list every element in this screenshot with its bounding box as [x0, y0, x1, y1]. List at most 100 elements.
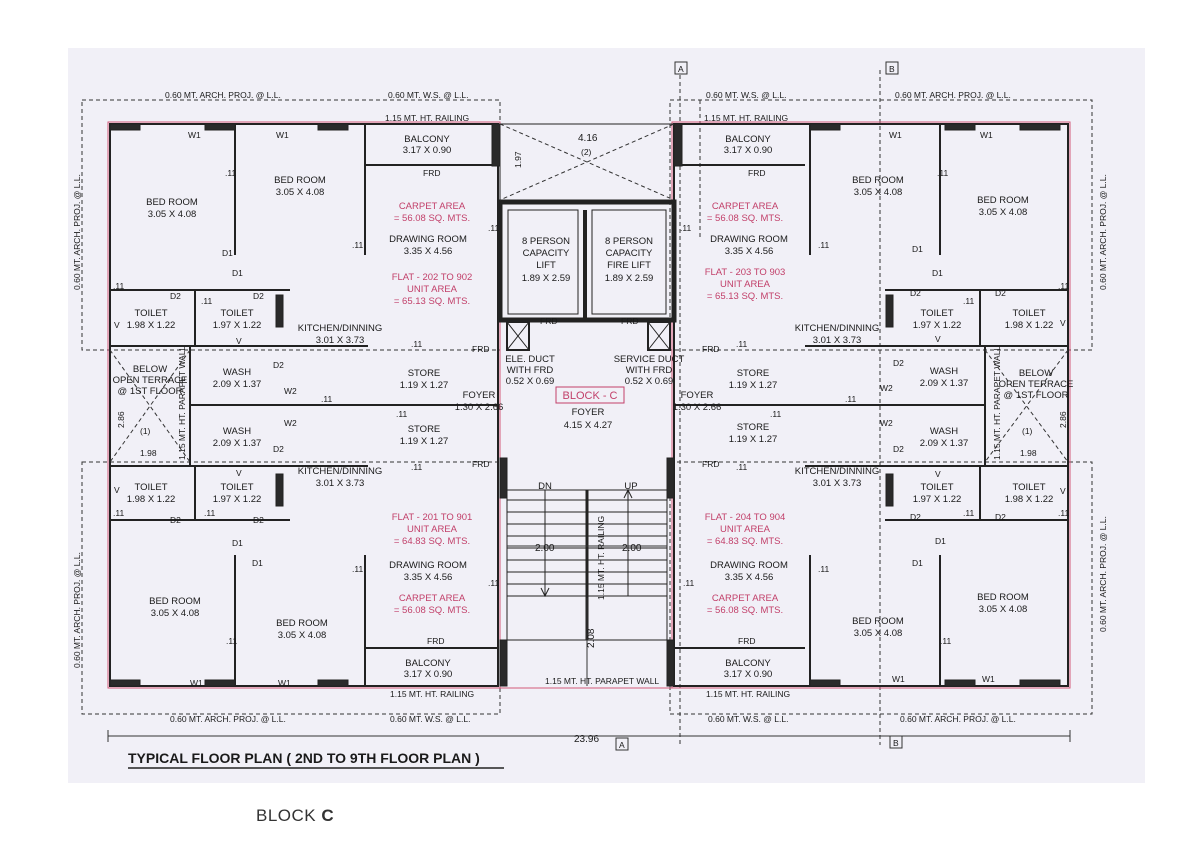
- note-arch-proj-vertical: 0.60 MT. ARCH. PROJ. @ L.L.: [72, 552, 82, 668]
- room-foyer-dim: 1.30 X 2.66: [455, 402, 504, 413]
- tag-v: V: [935, 334, 941, 344]
- tag-d2: D2: [170, 291, 181, 301]
- tag-d2: D2: [253, 291, 264, 301]
- room-bed: BED ROOM: [276, 618, 328, 629]
- terrace-line-1: BELOW: [1019, 368, 1053, 379]
- flat-boundary: [107, 121, 1071, 689]
- tag-d1: D1: [912, 558, 923, 568]
- edge-notes: 0.60 MT. ARCH. PROJ. @ L.L. 0.60 MT. W.S…: [72, 90, 1108, 724]
- ele-duct-3: 0.52 X 0.69: [506, 376, 555, 387]
- flat-bottom-right: STORE 1.19 X 1.27 WASH 2.09 X 1.37 KITCH…: [705, 422, 1054, 680]
- tag-d2: D2: [893, 444, 904, 454]
- room-foyer: FOYER: [681, 390, 714, 401]
- room-kitchen-dim: 3.01 X 3.73: [813, 478, 862, 489]
- note-parapet-vertical: 1.15 MT. HT. PARAPET WALL: [177, 346, 187, 460]
- room-drawing: DRAWING ROOM: [710, 560, 788, 571]
- terrace-line-1: BELOW: [133, 364, 167, 375]
- carpet-area-value: = 56.08 SQ. MTS.: [707, 605, 783, 616]
- dim-terrace-width: 1.98: [140, 448, 157, 458]
- room-toilet-dim: 1.97 X 1.22: [913, 320, 962, 331]
- lift-1-line-3: LIFT: [536, 260, 556, 271]
- terrace-line-2: OPEN TERRACE: [113, 375, 188, 386]
- tag-frd: FRD: [748, 168, 765, 178]
- dim-left-depth: 1.97: [513, 151, 523, 168]
- flat-number: FLAT - 203 TO 903: [705, 267, 786, 278]
- tag-eleven: .11: [204, 508, 215, 518]
- room-balcony: BALCONY: [725, 134, 771, 145]
- room-drawing: DRAWING ROOM: [710, 234, 788, 245]
- room-balcony: BALCONY: [404, 134, 450, 145]
- grid-marker-a: A A: [615, 61, 688, 751]
- room-toilet: TOILET: [220, 308, 253, 319]
- room-drawing: DRAWING ROOM: [389, 234, 467, 245]
- lift-1-dim: 1.89 X 2.59: [522, 273, 571, 284]
- room-wash: WASH: [223, 426, 251, 437]
- room-kitchen: KITCHEN/DINNING: [298, 323, 382, 334]
- tag-eleven: .11: [396, 409, 407, 419]
- room-toilet-dim: 1.97 X 1.22: [213, 320, 262, 331]
- tag-eleven: .11: [321, 394, 332, 404]
- tag-eleven: .11: [226, 636, 237, 646]
- tag-frd: FRD: [427, 636, 444, 646]
- tag-d1: D1: [932, 268, 943, 278]
- room-store-dim: 1.19 X 1.27: [729, 434, 778, 445]
- plan-title-text: TYPICAL FLOOR PLAN ( 2ND TO 9TH FLOOR PL…: [128, 750, 480, 766]
- room-toilet-dim: 1.98 X 1.22: [127, 494, 176, 505]
- tag-d2: D2: [910, 512, 921, 522]
- unit-area-label: UNIT AREA: [407, 524, 458, 535]
- tag-w1: W1: [892, 674, 905, 684]
- stair-up: UP: [624, 481, 637, 492]
- room-store: STORE: [737, 422, 770, 433]
- terrace-line-2: OPEN TERRACE: [999, 379, 1074, 390]
- room-toilet: TOILET: [1012, 482, 1045, 493]
- grid-label-b-bottom: B: [893, 738, 899, 748]
- dim-terrace-count: (1): [140, 426, 151, 436]
- room-balcony: BALCONY: [725, 658, 771, 669]
- flat-number: FLAT - 204 TO 904: [705, 512, 786, 523]
- tag-v: V: [1060, 318, 1066, 328]
- tag-v: V: [935, 469, 941, 479]
- tag-frd: FRD: [540, 316, 557, 326]
- room-toilet: TOILET: [220, 482, 253, 493]
- tag-eleven: .11: [488, 223, 499, 233]
- tag-eleven: .11: [736, 462, 747, 472]
- dim-terrace-width: 1.98: [1020, 448, 1037, 458]
- tag-w1: W1: [982, 674, 995, 684]
- tag-eleven: .11: [818, 564, 829, 574]
- room-foyer: FOYER: [463, 390, 496, 401]
- carpet-area-label: CARPET AREA: [399, 201, 466, 212]
- grid-label-a-top: A: [678, 64, 684, 74]
- unit-area-value: = 65.13 SQ. MTS.: [707, 291, 783, 302]
- tag-d1: D1: [935, 536, 946, 546]
- room-bed-dim: 3.05 X 4.08: [979, 604, 1028, 615]
- tag-eleven: .11: [770, 409, 781, 419]
- room-wash: WASH: [223, 367, 251, 378]
- room-kitchen: KITCHEN/DINNING: [795, 466, 879, 477]
- room-bed: BED ROOM: [852, 616, 904, 627]
- room-balcony-dim: 3.17 X 0.90: [403, 145, 452, 156]
- center-core: 8 PERSON CAPACITY LIFT 1.89 X 2.59 8 PER…: [505, 236, 684, 492]
- room-kitchen-dim: 3.01 X 3.73: [316, 478, 365, 489]
- tag-w2: W2: [284, 386, 297, 396]
- note-arch-proj-vertical: 0.60 MT. ARCH. PROJ. @ L.L.: [1098, 516, 1108, 632]
- carpet-area-label: CARPET AREA: [712, 593, 779, 604]
- tag-eleven: .11: [113, 508, 124, 518]
- dim-stair-right: 2.00: [622, 543, 642, 554]
- note-arch-proj: 0.60 MT. ARCH. PROJ. @ L.L.: [170, 714, 286, 724]
- dim-stair-depth: 2.08: [586, 628, 597, 648]
- room-toilet: TOILET: [920, 482, 953, 493]
- block-caption-prefix: BLOCK: [256, 806, 322, 825]
- block-label-box: [555, 386, 625, 404]
- room-bed-dim: 3.05 X 4.08: [278, 630, 327, 641]
- room-toilet: TOILET: [134, 482, 167, 493]
- stair-down: DN: [538, 481, 552, 492]
- note-ws: 0.60 MT. W.S. @ L.L.: [388, 90, 468, 100]
- tag-frd: FRD: [423, 168, 440, 178]
- room-store: STORE: [408, 424, 441, 435]
- room-wash-dim: 2.09 X 1.37: [920, 438, 969, 449]
- dim-terrace-height: 2.86: [1058, 411, 1068, 428]
- grid-label-b-top: B: [889, 64, 895, 74]
- tag-v: V: [1060, 486, 1066, 496]
- unit-area-label: UNIT AREA: [407, 284, 458, 295]
